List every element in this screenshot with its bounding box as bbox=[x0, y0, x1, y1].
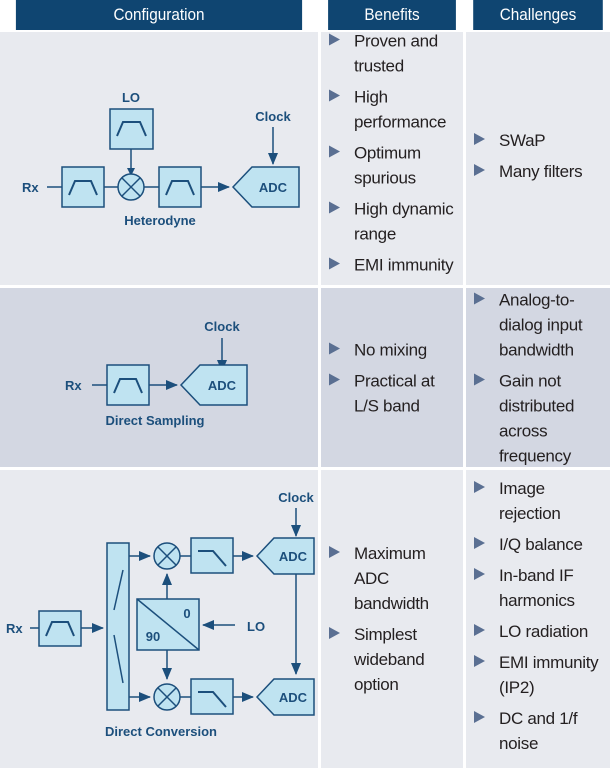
if-bandpass-filter bbox=[158, 166, 202, 208]
benefits-cell: Proven and trusted High performance Opti… bbox=[321, 32, 463, 285]
adc-label: ADC bbox=[259, 180, 288, 195]
bullet-icon bbox=[329, 627, 340, 639]
bullet-icon bbox=[474, 481, 485, 494]
header-challenges: Challenges bbox=[473, 0, 603, 30]
adc-q-label: ADC bbox=[279, 690, 308, 705]
bullet-icon bbox=[329, 201, 340, 214]
direct-conversion-diagram: Clock Rx bbox=[6, 490, 315, 739]
benefit-item: EMI immunity bbox=[321, 253, 463, 278]
bullet-icon bbox=[329, 89, 340, 102]
adc-q-block: ADC bbox=[255, 678, 315, 716]
table-row-direct-conversion: Clock Rx bbox=[0, 470, 610, 768]
bullet-icon bbox=[474, 132, 485, 145]
lowpass-filter-q bbox=[190, 678, 234, 715]
benefits-list: Proven and trusted High performance Opti… bbox=[321, 29, 463, 278]
diagram-title: Heterodyne bbox=[124, 213, 196, 228]
benefit-item: Maximum ADC bandwidth bbox=[321, 541, 463, 616]
rx-bandpass-filter bbox=[61, 166, 105, 208]
config-cell: Clock Rx bbox=[0, 470, 318, 768]
adc-i-block: ADC bbox=[255, 537, 315, 575]
benefit-item: Practical at L/S band bbox=[321, 368, 463, 418]
benefit-item: High performance bbox=[321, 85, 463, 135]
header-benefits: Benefits bbox=[328, 0, 456, 30]
clock-label: Clock bbox=[278, 490, 314, 505]
benefit-item: No mixing bbox=[321, 337, 463, 362]
rx-label: Rx bbox=[65, 378, 82, 393]
mixer-i-icon bbox=[153, 542, 181, 570]
adc-block: ADC bbox=[179, 364, 248, 406]
heterodyne-diagram: LO Rx Clock bbox=[22, 90, 300, 228]
bullet-icon bbox=[474, 655, 485, 668]
challenge-item: In-band IF harmonics bbox=[466, 563, 610, 613]
challenge-item: I/Q balance bbox=[466, 532, 610, 557]
mixer-icon bbox=[117, 173, 145, 201]
bullet-icon bbox=[474, 568, 485, 581]
config-cell: LO Rx Clock bbox=[0, 32, 318, 285]
lo-label: LO bbox=[247, 619, 265, 634]
challenges-cell: Analog-to-dialog input bandwidth Gain no… bbox=[466, 288, 610, 467]
header-challenges-label: Challenges bbox=[499, 5, 577, 24]
bullet-icon bbox=[474, 373, 485, 385]
challenges-list: SWaP Many filters bbox=[466, 128, 610, 184]
phase-shifter-block: 0 90 bbox=[136, 598, 200, 651]
challenge-item: Analog-to-dialog input bandwidth bbox=[466, 287, 610, 362]
bullet-icon bbox=[474, 711, 485, 724]
rx-label: Rx bbox=[22, 180, 39, 195]
rx-label: Rx bbox=[6, 621, 23, 636]
clock-label: Clock bbox=[204, 319, 240, 334]
lo-label: LO bbox=[122, 90, 140, 105]
benefits-list: Maximum ADC bandwidth Simplest wideband … bbox=[321, 541, 463, 697]
bullet-icon bbox=[329, 373, 340, 385]
header-configuration-label: Configuration bbox=[113, 5, 205, 24]
bullet-icon bbox=[329, 546, 340, 558]
challenge-item: Many filters bbox=[466, 159, 610, 184]
challenge-item: Gain not distributed across frequency bbox=[466, 368, 610, 468]
challenges-list: Image rejection I/Q balance In-band IF h… bbox=[466, 476, 610, 756]
challenge-item: Image rejection bbox=[466, 476, 610, 526]
lo-bandpass-filter bbox=[109, 108, 154, 150]
direct-sampling-diagram: Clock Rx ADC Direct Sampling bbox=[65, 319, 248, 428]
challenge-item: EMI immunity (IP2) bbox=[466, 650, 610, 700]
benefits-cell: No mixing Practical at L/S band bbox=[321, 288, 463, 467]
bullet-icon bbox=[329, 342, 340, 354]
table-row-direct-sampling: Clock Rx ADC Direct Sampling No mixing P… bbox=[0, 288, 610, 467]
bullet-icon bbox=[474, 292, 485, 304]
diagram-title: Direct Conversion bbox=[105, 724, 217, 739]
bullet-icon bbox=[329, 257, 340, 270]
bullet-icon bbox=[474, 163, 485, 176]
challenges-list: Analog-to-dialog input bandwidth Gain no… bbox=[466, 287, 610, 468]
header-configuration: Configuration bbox=[15, 0, 303, 30]
config-cell: Clock Rx ADC Direct Sampling bbox=[0, 288, 318, 467]
lowpass-filter-i bbox=[190, 537, 234, 574]
diagram-title: Direct Sampling bbox=[106, 413, 205, 428]
phase-0-label: 0 bbox=[183, 606, 190, 621]
benefits-list: No mixing Practical at L/S band bbox=[321, 337, 463, 418]
bandpass-filter bbox=[38, 610, 82, 647]
benefit-item: Optimum spurious bbox=[321, 141, 463, 191]
mixer-q-icon bbox=[153, 683, 181, 711]
challenges-cell: SWaP Many filters bbox=[466, 32, 610, 285]
benefit-item: Simplest wideband option bbox=[321, 622, 463, 697]
bullet-icon bbox=[474, 537, 485, 550]
challenges-cell: Image rejection I/Q balance In-band IF h… bbox=[466, 470, 610, 768]
bullet-icon bbox=[329, 33, 340, 46]
bullet-icon bbox=[474, 624, 485, 637]
benefits-cell: Maximum ADC bandwidth Simplest wideband … bbox=[321, 470, 463, 768]
header-benefits-label: Benefits bbox=[364, 5, 420, 24]
benefit-item: High dynamic range bbox=[321, 197, 463, 247]
adc-i-label: ADC bbox=[279, 549, 308, 564]
bandpass-filter bbox=[106, 364, 150, 406]
challenge-item: LO radiation bbox=[466, 619, 610, 644]
clock-label: Clock bbox=[255, 109, 291, 124]
challenge-item: DC and 1/f noise bbox=[466, 706, 610, 756]
adc-block: ADC bbox=[231, 166, 300, 208]
adc-label: ADC bbox=[208, 378, 237, 393]
phase-90-label: 90 bbox=[146, 629, 160, 644]
table-row-heterodyne: LO Rx Clock bbox=[0, 32, 610, 285]
splitter-block bbox=[106, 542, 130, 711]
table-header: Configuration Benefits Challenges bbox=[0, 0, 610, 30]
challenge-item: SWaP bbox=[466, 128, 610, 153]
bullet-icon bbox=[329, 145, 340, 158]
benefit-item: Proven and trusted bbox=[321, 29, 463, 79]
